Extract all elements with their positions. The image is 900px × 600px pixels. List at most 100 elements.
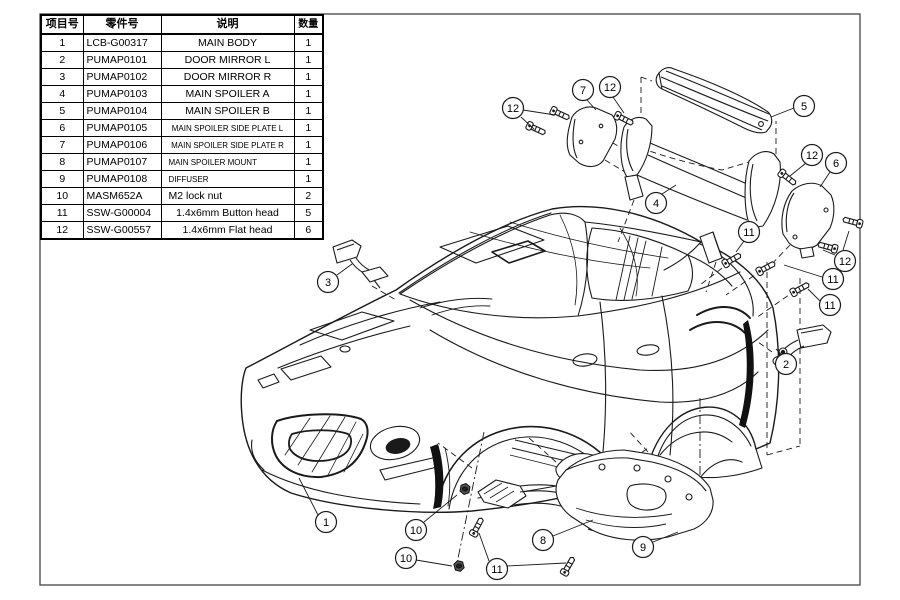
callout-circle — [485, 557, 509, 581]
table-cell-desc: MAIN SPOILER SIDE PLATE L — [160, 119, 295, 137]
table-cell-desc: 1.4x6mm Flat head — [160, 221, 295, 240]
table-cell-desc: M2 lock nut — [160, 187, 295, 205]
table-cell-qty: 1 — [293, 153, 324, 171]
screw-icon — [754, 258, 778, 277]
table-cell-desc: MAIN BODY — [160, 33, 295, 52]
callout-leader-line — [842, 230, 850, 251]
table-cell-qty: 1 — [293, 119, 324, 137]
callout-number: 11 — [743, 227, 754, 239]
callout-leader-line — [520, 116, 535, 130]
header-item-no: 项目号 — [40, 14, 84, 35]
table-cell-desc: MAIN SPOILER A — [160, 85, 295, 103]
table-cell-desc: DOOR MIRROR L — [160, 51, 295, 69]
table-cell-no: 11 — [40, 204, 84, 222]
callout-circle — [792, 94, 816, 118]
table-cell-no: 12 — [40, 221, 84, 240]
table-cell-desc: MAIN SPOILER B — [160, 102, 295, 120]
diffuser-drawing — [555, 449, 714, 541]
main-spoiler-b-drawing — [655, 67, 773, 134]
door-mirror-l-drawing — [332, 239, 389, 289]
screw-icon — [559, 554, 578, 578]
table-cell-part: PUMAP0101 — [82, 51, 162, 69]
table-cell-desc: DIFFUSER — [160, 170, 295, 188]
callout-leader-line — [783, 264, 823, 278]
screw-icon — [524, 120, 548, 138]
callout-leader-line — [415, 559, 453, 567]
callout-leader-line — [522, 109, 556, 116]
page-border-frame — [39, 13, 861, 586]
table-cell-qty: 1 — [293, 170, 324, 188]
table-cell-part: PUMAP0105 — [82, 119, 162, 137]
callout-circle — [394, 546, 418, 570]
callout-circle — [824, 151, 848, 175]
callout-number: 9 — [640, 542, 646, 554]
callout-leader-line — [336, 263, 353, 276]
table-cell-no: 1 — [40, 33, 84, 52]
table-cell-part: SSW-G00004 — [82, 204, 162, 222]
screw-icon — [776, 167, 799, 188]
callout-number: 12 — [806, 150, 818, 162]
callout-circle — [821, 267, 845, 291]
callout-leader-line — [822, 249, 836, 256]
table-header-row: 项目号 零件号 说明 数量 — [40, 14, 324, 35]
callout-circle — [631, 535, 655, 559]
callout-number: 11 — [827, 274, 838, 286]
table-cell-qty: 1 — [293, 68, 324, 86]
table-cell-no: 3 — [40, 68, 84, 86]
table-cell-part: PUMAP0102 — [82, 68, 162, 86]
callout-number: 8 — [540, 535, 546, 547]
callout-leader-line — [807, 288, 821, 302]
table-cell-no: 7 — [40, 136, 84, 154]
table-cell-desc: MAIN SPOILER SIDE PLATE R — [160, 136, 295, 154]
callout-circle — [800, 143, 824, 167]
callout-circle — [314, 510, 338, 534]
table-cell-qty: 5 — [293, 204, 324, 222]
table-cell-qty: 1 — [293, 136, 324, 154]
callout-circle — [737, 220, 761, 244]
callout-leader-line — [506, 562, 567, 567]
callout-circle — [833, 249, 857, 273]
table-cell-part: PUMAP0104 — [82, 102, 162, 120]
header-part-no: 零件号 — [82, 14, 162, 35]
table-cell-part: MASM652A — [82, 187, 162, 205]
table-cell-no: 2 — [40, 51, 84, 69]
table-cell-desc: MAIN SPOILER MOUNT — [160, 153, 295, 171]
callout-circle — [818, 293, 842, 317]
table-cell-no: 8 — [40, 153, 84, 171]
callout-circle — [598, 75, 622, 99]
callout-leader-line — [735, 240, 745, 253]
callout-number: 10 — [410, 525, 422, 537]
table-cell-no: 4 — [40, 85, 84, 103]
table-cell-desc: 1.4x6mm Button head — [160, 204, 295, 222]
callout-circle — [501, 96, 525, 120]
callout-circle — [571, 78, 595, 102]
callout-circle — [531, 528, 555, 552]
callout-number: 5 — [801, 101, 807, 113]
lock-nut-icon — [452, 559, 466, 573]
table-cell-no: 9 — [40, 170, 84, 188]
table-cell-qty: 1 — [293, 85, 324, 103]
callout-circle — [644, 191, 668, 215]
table-cell-desc: DOOR MIRROR R — [160, 68, 295, 86]
callout-number: 7 — [580, 85, 586, 97]
callout-leader-line — [775, 348, 783, 356]
callout-leader-line — [298, 477, 319, 516]
callout-leader-line — [819, 171, 831, 188]
callout-leader-line — [552, 519, 594, 537]
callout-number: 12 — [839, 256, 851, 268]
table-cell-part: PUMAP0107 — [82, 153, 162, 171]
table-cell-no: 10 — [40, 187, 84, 205]
screw-icon — [548, 105, 572, 123]
